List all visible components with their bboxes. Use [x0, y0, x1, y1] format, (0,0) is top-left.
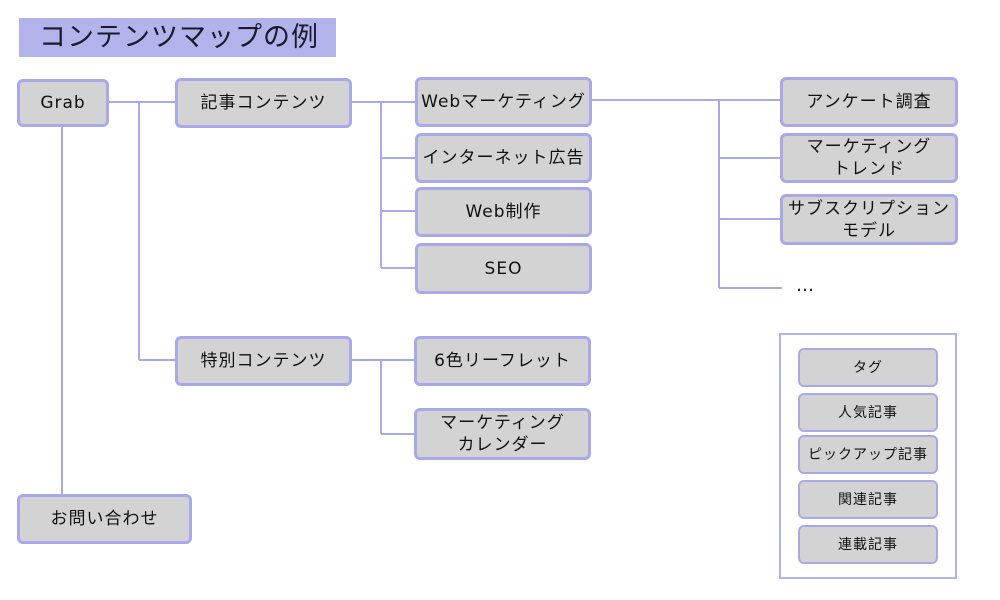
node-marketing-trends: マーケティング トレンド	[780, 133, 958, 183]
tag-item-tags: タグ	[798, 348, 938, 387]
tag-item-related: 関連記事	[798, 480, 938, 519]
node-seo: SEO	[415, 243, 592, 294]
tag-item-series: 連載記事	[798, 525, 938, 564]
node-web-production: Web制作	[415, 187, 592, 237]
tag-item-popular: 人気記事	[798, 393, 938, 432]
node-special-contents: 特別コンテンツ	[175, 336, 352, 386]
node-survey: アンケート調査	[780, 77, 958, 127]
tag-item-pickup: ピックアップ記事	[798, 435, 938, 474]
node-six-color-leaflet: 6色リーフレット	[414, 336, 591, 386]
node-marketing-calendar: マーケティング カレンダー	[414, 408, 591, 460]
node-more-ellipsis: …	[796, 275, 816, 296]
node-subscription-model: サブスクリプション モデル	[780, 194, 958, 245]
node-web-marketing: Webマーケティング	[415, 77, 592, 127]
node-grab: Grab	[17, 79, 109, 127]
node-internet-ads: インターネット広告	[415, 133, 592, 183]
node-contact: お問い合わせ	[17, 494, 192, 544]
node-article-contents: 記事コンテンツ	[175, 78, 352, 128]
page-title: コンテンツマップの例	[19, 18, 336, 57]
